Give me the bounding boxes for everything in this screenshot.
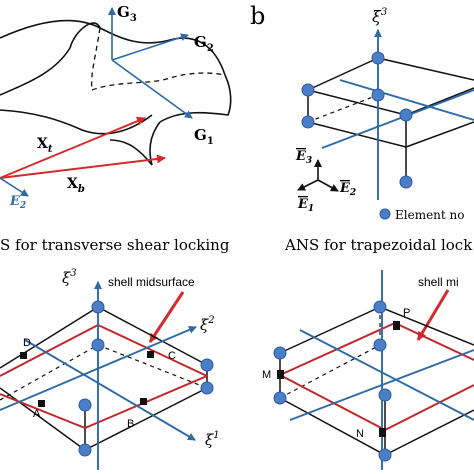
label-C: C [168, 350, 176, 362]
node [371, 88, 385, 102]
label-E2-a: E2 [9, 194, 26, 211]
node [78, 443, 92, 457]
legend-node-marker [379, 208, 391, 220]
label-xi2-c: ξ2 [200, 315, 215, 334]
position-vectors [0, 116, 166, 179]
label-Xb: Xb [67, 176, 85, 195]
global-triad [297, 159, 339, 192]
node [200, 381, 214, 395]
label-G1: G1 [194, 126, 214, 147]
label-E2-b: E2 [339, 181, 356, 198]
natural-axes-b [321, 29, 474, 200]
hex-hidden-edges [307, 58, 379, 123]
sampling-point-D [20, 352, 27, 359]
sampling-point-M [277, 370, 284, 379]
element-box-d [279, 306, 474, 456]
label-D: D [23, 337, 31, 349]
node [399, 108, 413, 122]
panel-tag-b: b [250, 2, 265, 30]
midsurface-pointer-c [148, 291, 185, 343]
panel-d-title: ANS for trapezoidal lock [284, 236, 473, 254]
midsurface-d [279, 322, 474, 431]
label-N: N [356, 428, 364, 440]
node [273, 391, 287, 405]
shell-midsurface-label-d: shell mi [418, 275, 459, 289]
panel-c-title: S for transverse shear locking [0, 236, 230, 254]
nodes-d [273, 300, 392, 462]
node [371, 51, 385, 65]
node [78, 398, 92, 412]
panel-c: S for transverse shear locking ξ3 shell … [0, 236, 230, 470]
sampling-point-A [38, 400, 45, 407]
label-Xt: Xt [37, 136, 53, 155]
local-axes [108, 7, 193, 119]
sampling-point-C [147, 351, 154, 358]
label-E3-b: E3 [295, 149, 312, 166]
sampling-point-P [393, 321, 400, 330]
label-M: M [262, 369, 271, 381]
node [91, 338, 105, 352]
legend-label: Element no [395, 208, 465, 222]
panel-d: ANS for trapezoidal lock shell mi [262, 236, 474, 470]
label-xi1-c: ξ1 [205, 430, 220, 449]
element-hidden-d [279, 307, 381, 399]
node [301, 83, 315, 97]
shell-surface [0, 19, 232, 166]
legend: Element no [379, 208, 465, 222]
label-G3: G3 [117, 3, 137, 24]
sampling-points-d [277, 321, 400, 437]
node [91, 300, 105, 314]
label-P: P [403, 307, 410, 319]
node [378, 388, 392, 402]
midsurface-c [0, 324, 208, 429]
label-A: A [33, 408, 41, 420]
panel-a: G3 G2 G1 Xt Xb E2 [0, 3, 232, 211]
label-xi3-b: ξ3 [372, 7, 387, 26]
node [373, 300, 387, 314]
hex-element-box [307, 57, 474, 182]
node [273, 346, 287, 360]
panel-b: b ξ3 [250, 2, 474, 222]
node [301, 115, 315, 129]
label-xi3-c: ξ3 [62, 268, 77, 287]
label-B: B [127, 418, 134, 430]
global-axis-E2 [0, 177, 29, 197]
shell-midsurface-label-c: shell midsurface [108, 275, 195, 289]
sampling-point-N [379, 428, 386, 437]
node [378, 448, 392, 462]
node [373, 338, 387, 352]
label-G2: G2 [194, 33, 214, 54]
sampling-point-B [140, 398, 147, 405]
sampling-points-c [20, 351, 154, 407]
nodes-b [301, 51, 413, 189]
natural-axes-d [289, 270, 474, 470]
node [399, 175, 413, 189]
midsurface-pointer-d [416, 289, 450, 341]
nodes-c [78, 300, 214, 457]
label-E1-b: E1 [297, 197, 314, 214]
hidden-surface-edges [90, 27, 226, 91]
node [200, 358, 214, 372]
